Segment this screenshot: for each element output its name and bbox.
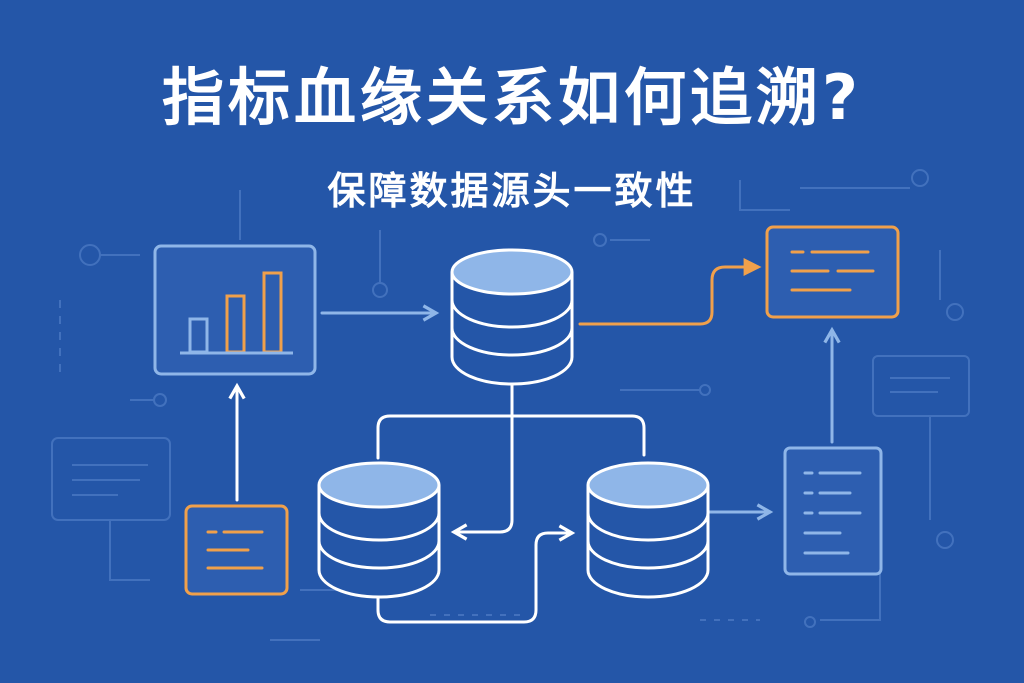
arrow-db-to-target	[578, 258, 762, 326]
database-left	[317, 461, 441, 599]
bar-chart-panel	[153, 244, 317, 376]
text-lines-icon	[790, 250, 875, 292]
source-card-bottom-left	[184, 504, 289, 596]
page-subtitle: 保障数据源头一致性	[327, 169, 697, 213]
text-lines-icon	[206, 530, 264, 570]
database-icon	[317, 461, 441, 599]
database-icon	[450, 248, 574, 386]
database-top	[450, 248, 574, 386]
line-db-down	[450, 383, 514, 541]
database-icon	[586, 461, 710, 599]
page-title: 指标血缘关系如何追溯?	[162, 61, 862, 134]
document-icon	[803, 471, 862, 555]
bracket-bottom	[376, 524, 576, 624]
document-right	[783, 446, 883, 576]
connections	[228, 258, 841, 624]
background-circuit	[51, 169, 970, 641]
database-right	[586, 461, 710, 599]
target-card-top-right	[765, 225, 900, 319]
bracket-top	[376, 414, 646, 460]
bar-chart-icon	[180, 271, 293, 355]
